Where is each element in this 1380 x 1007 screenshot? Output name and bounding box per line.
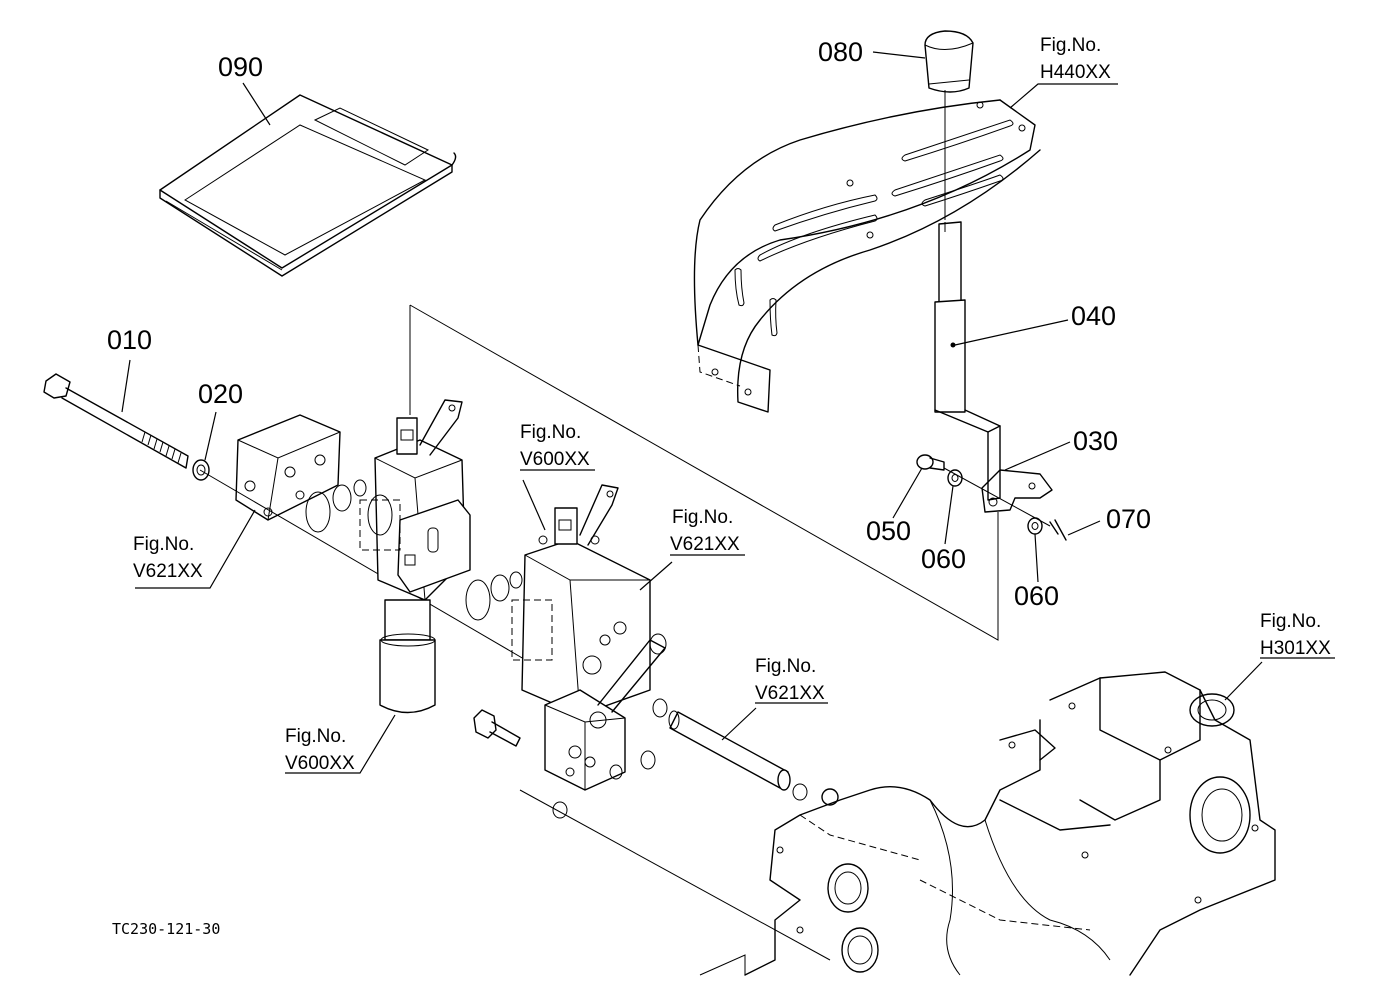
callout-080: 080 — [818, 37, 863, 67]
fig-ref-v621-upper: Fig.No. V621XX — [670, 507, 740, 555]
callout-030: 030 — [1073, 426, 1118, 456]
o-rings-section-2 — [465, 571, 523, 621]
lever-bracket — [981, 469, 1053, 513]
bolt-threads — [141, 431, 182, 464]
connecting-pipe — [668, 710, 791, 791]
control-valve-section-1 — [305, 399, 471, 714]
callout-010: 010 — [107, 325, 152, 355]
svg-text:Fig.No.: Fig.No. — [1040, 35, 1101, 56]
transmission-housing — [699, 671, 1276, 976]
tie-bolt-washer — [192, 459, 210, 481]
o-rings-section-1 — [305, 479, 393, 536]
leader-lines — [121, 51, 1335, 774]
cotter-pin — [1049, 519, 1067, 541]
lever-knob — [924, 30, 974, 220]
svg-text:Fig.No.: Fig.No. — [285, 726, 346, 747]
callout-070: 070 — [1106, 504, 1151, 534]
callout-020: 020 — [198, 379, 243, 409]
svg-text:V621XX: V621XX — [755, 683, 825, 704]
washer-upper — [947, 469, 963, 487]
end-cover-plate — [235, 414, 341, 521]
part-callouts: 090 080 010 020 040 030 050 060 060 070 — [107, 37, 1151, 611]
spool-top-2 — [538, 484, 619, 546]
svg-text:V621XX: V621XX — [670, 534, 740, 555]
svg-text:V600XX: V600XX — [520, 449, 590, 470]
callout-050: 050 — [866, 516, 911, 546]
figure-references: Fig.No. H440XX Fig.No. V600XX Fig.No. V6… — [133, 35, 1331, 774]
control-valve-section-2 — [465, 484, 651, 716]
outlet-block — [544, 633, 667, 791]
callout-060-upper: 060 — [921, 544, 966, 574]
drawing-code: TC230-121-30 — [112, 920, 220, 938]
fig-ref-v600-lower: Fig.No. V600XX — [285, 726, 355, 774]
svg-text:Fig.No.: Fig.No. — [755, 656, 816, 677]
svg-text:Fig.No.: Fig.No. — [520, 422, 581, 443]
fitting-bolt — [473, 709, 521, 747]
callout-090: 090 — [218, 52, 263, 82]
svg-text:Fig.No.: Fig.No. — [133, 534, 194, 555]
svg-text:H440XX: H440XX — [1040, 62, 1111, 83]
spool-cylinder-1 — [379, 599, 436, 714]
svg-text:Fig.No.: Fig.No. — [1260, 611, 1321, 632]
tie-bolt — [43, 373, 189, 469]
guide-slots — [734, 119, 1014, 337]
svg-text:H301XX: H301XX — [1260, 638, 1331, 659]
housing-bolt-holes — [776, 702, 1259, 934]
callout-060-lower: 060 — [1014, 581, 1059, 611]
control-lever — [934, 221, 1001, 501]
fig-ref-v621-pipe: Fig.No. V621XX — [755, 656, 825, 704]
svg-text:Fig.No.: Fig.No. — [672, 507, 733, 528]
fig-ref-h301: Fig.No. H301XX — [1260, 611, 1331, 659]
svg-text:V600XX: V600XX — [285, 753, 355, 774]
svg-text:V621XX: V621XX — [133, 561, 203, 582]
fig-ref-v621-left: Fig.No. V621XX — [133, 534, 203, 582]
assembly-reference-lines — [409, 304, 999, 641]
fig-ref-v600-upper: Fig.No. V600XX — [520, 422, 590, 470]
lever-guide-plate — [693, 99, 1041, 413]
spool-top-1 — [396, 399, 463, 456]
housing-bosses — [821, 693, 1251, 973]
lever-pin — [916, 454, 945, 471]
callout-040: 040 — [1071, 301, 1116, 331]
fig-ref-h440: Fig.No. H440XX — [1040, 35, 1111, 83]
manual-booklet — [159, 94, 457, 277]
small-seals — [552, 698, 808, 819]
